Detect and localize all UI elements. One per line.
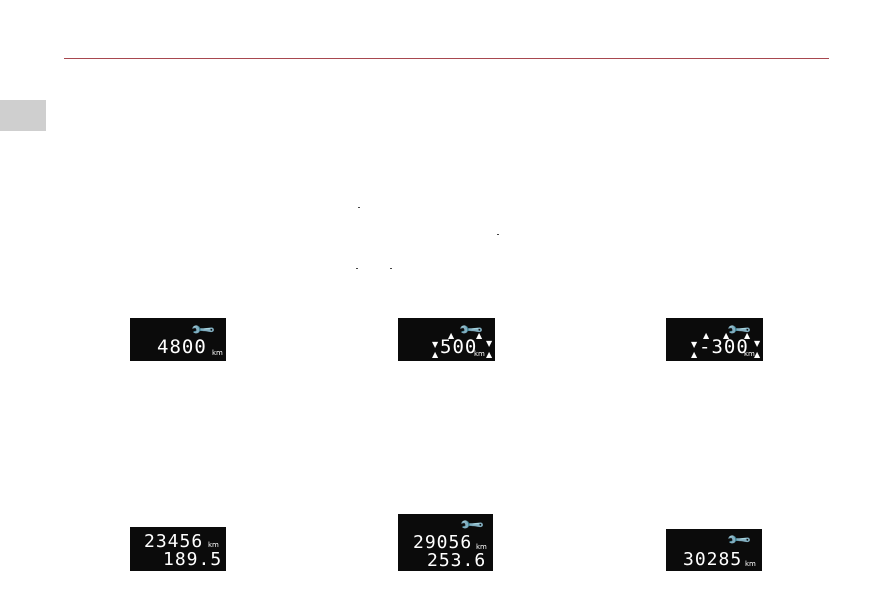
lcd-display-service-due: 🔧 4800 km [130,316,226,361]
lcd-display-odometer-trip: 23456 km 189.5 [130,527,226,571]
print-speck [356,268,358,269]
blink-indicator-icon: ▼ [432,340,439,349]
blink-indicator-icon: ▲ [754,350,761,359]
unit-label: km [476,543,487,551]
chapter-tab [0,100,46,131]
odometer-value: 23456 [144,531,204,552]
blink-indicator-icon: ▼ [486,339,493,348]
service-distance: -300 [699,336,749,358]
blink-indicator-icon: ▲ [448,331,455,340]
lcd-display-service-overdue: ▲ ▲ 🔧 ▲ ▼ ▼ ▲ -300 km ▲ [666,316,763,361]
blink-indicator-icon: ▲ [432,350,439,359]
print-speck [390,268,392,269]
trip-value: 253.6 [427,550,487,571]
blink-indicator-icon: ▲ [723,331,730,340]
lcd-display-service-warning: ▲ 🔧 ▲ ▼ ▼ ▲ 500 km ▲ [398,316,495,361]
blink-indicator-icon: ▲ [744,331,751,340]
lcd-display-odometer-trip-service: 🔧 29056 km 253.6 [398,511,493,571]
blink-indicator-icon: ▲ [691,350,698,359]
header-rule [64,58,829,59]
service-distance: 500 [440,336,478,358]
unit-label: km [212,349,223,357]
odometer-value: 29056 [413,532,473,553]
unit-label: km [474,350,485,358]
blink-indicator-icon: ▲ [486,350,493,359]
unit-label: km [208,541,219,549]
trip-value: 189.5 [163,549,223,570]
print-speck [358,207,360,208]
blink-indicator-icon: ▲ [703,331,710,340]
print-speck [497,234,499,235]
blink-indicator-icon: ▼ [754,339,761,348]
blink-indicator-icon: ▲ [476,331,483,340]
unit-label: km [744,350,755,358]
unit-label: km [745,560,756,568]
odometer-value: 30285 [683,549,743,570]
lcd-display-odometer-service: 🔧 30285 km [666,526,762,571]
blink-indicator-icon: ▼ [691,340,698,349]
service-distance: 4800 [157,336,207,358]
